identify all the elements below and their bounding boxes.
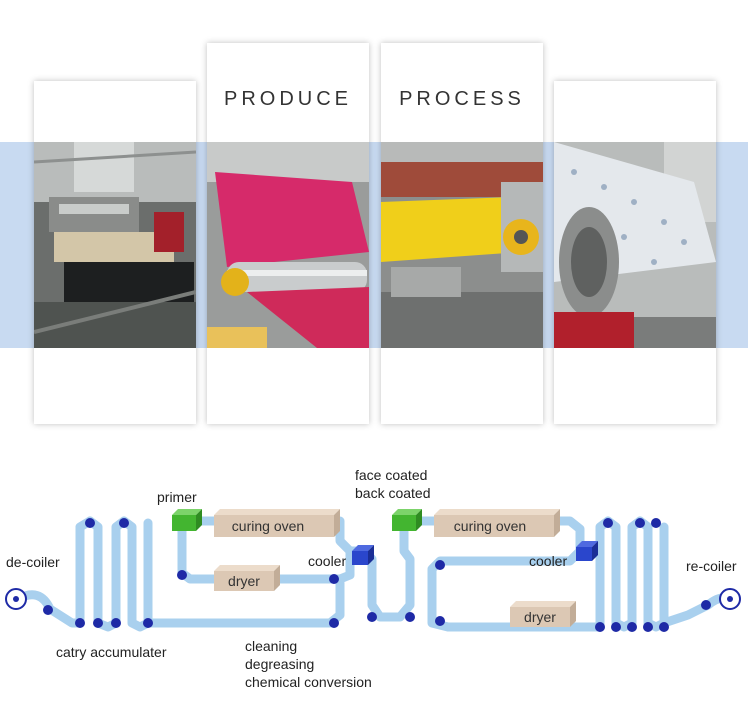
roller xyxy=(329,574,339,584)
roller xyxy=(75,618,85,628)
rollers xyxy=(43,518,711,632)
chemical-conversion-label: chemical conversion xyxy=(245,674,372,690)
dryer-2-box: dryer xyxy=(510,601,576,627)
roller xyxy=(329,618,339,628)
roller xyxy=(595,622,605,632)
coil-coating-process-diagram: curing oven dryer curing oven dryer de-c… xyxy=(5,467,741,690)
red-coil-photo xyxy=(207,142,369,348)
cooler-2-label: cooler xyxy=(529,553,567,569)
cooler-1-label: cooler xyxy=(308,553,346,569)
roller xyxy=(651,518,661,528)
strip-path xyxy=(13,514,735,632)
roller xyxy=(367,612,377,622)
roller xyxy=(435,616,445,626)
roller xyxy=(627,622,637,632)
coating-line-photo xyxy=(34,142,196,348)
roller xyxy=(635,518,645,528)
roller xyxy=(405,612,415,622)
roller xyxy=(111,618,121,628)
accumulator-label: catry accumulater xyxy=(56,644,167,660)
yellow-coil-photo xyxy=(381,142,543,348)
process-heading: PROCESS xyxy=(399,88,525,110)
cooler-2-icon xyxy=(576,541,598,561)
recoiler-icon xyxy=(719,588,741,610)
curing-oven-2-label: curing oven xyxy=(454,518,526,534)
roller xyxy=(603,518,613,528)
roller xyxy=(143,618,153,628)
roller xyxy=(177,570,187,580)
face-coated-label: face coated xyxy=(355,467,427,483)
back-coated-label: back coated xyxy=(355,485,431,501)
cooler-1-icon xyxy=(352,545,374,565)
dryer-2-label: dryer xyxy=(524,609,556,625)
roller xyxy=(643,622,653,632)
roller xyxy=(43,605,53,615)
cleaning-label: cleaning xyxy=(245,638,297,654)
curing-oven-2-box: curing oven xyxy=(434,509,560,537)
roller xyxy=(119,518,129,528)
roller xyxy=(435,560,445,570)
decoiler-label: de-coiler xyxy=(6,554,60,570)
primer-coater-icon xyxy=(172,509,202,531)
curing-oven-1-box: curing oven xyxy=(214,509,340,537)
printed-roll-photo xyxy=(554,142,716,348)
produce-heading: PRODUCE xyxy=(223,88,352,110)
roller xyxy=(701,600,711,610)
roller xyxy=(85,518,95,528)
face-back-coater-icon xyxy=(392,509,422,531)
roller xyxy=(93,618,103,628)
decoiler-icon xyxy=(5,588,27,610)
primer-label: primer xyxy=(157,489,197,505)
dryer-1-label: dryer xyxy=(228,573,260,589)
roller xyxy=(611,622,621,632)
degreasing-label: degreasing xyxy=(245,656,314,672)
roller xyxy=(659,622,669,632)
recoiler-label: re-coiler xyxy=(686,558,737,574)
dryer-1-box: dryer xyxy=(214,565,280,591)
curing-oven-1-label: curing oven xyxy=(232,518,304,534)
